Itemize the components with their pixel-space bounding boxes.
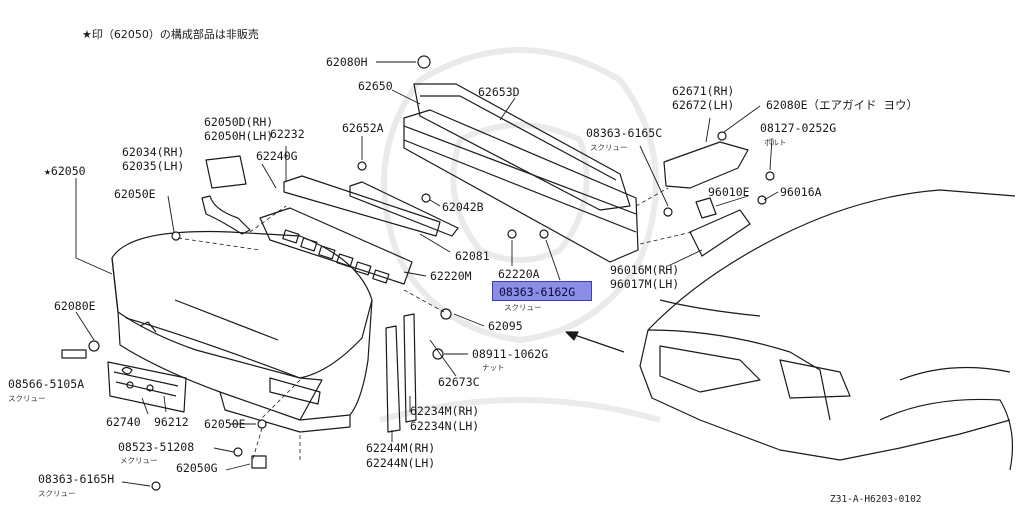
highlighted-part-sub: スクリュー (504, 303, 542, 312)
part-label-62234n: 62234N(LH) (410, 419, 480, 433)
part-sub-08523: メクリュー (120, 456, 158, 465)
part-sub-08363-6165h: スクリュー (38, 489, 76, 498)
part-sub-08566: スクリュー (8, 394, 46, 403)
fasteners (61, 55, 775, 491)
stay-62244 (385, 325, 401, 433)
part-label-62034: 62034(RH) (122, 145, 185, 159)
part-label-96212: 96212 (154, 415, 189, 429)
part-label-62671: 62671(RH) (672, 84, 735, 98)
part-label-62080e-left: 62080E (54, 299, 96, 313)
part-label-62095: 62095 (488, 319, 523, 333)
part-label-08911-1062g: 08911-1062G (472, 347, 549, 361)
part-label-62653d: 62653D (478, 85, 520, 99)
part-label-08127-0252g: 08127-0252G (760, 121, 837, 135)
part-label-08363-6165c: 08363-6165C (586, 126, 663, 140)
highlighted-part-label: 08363-6162G (499, 285, 576, 299)
part-label-62672: 62672(LH) (672, 98, 735, 112)
part-label-96016a: 96016A (780, 185, 822, 199)
part-label-96017m: 96017M(LH) (610, 277, 680, 291)
part-label-08363-6165h: 08363-6165H (38, 472, 115, 486)
part-label-62234m: 62234M(RH) (410, 404, 480, 418)
part-label-62220a: 62220A (498, 267, 540, 281)
part-label-62050-star: ★62050 (44, 164, 86, 178)
part-label-62244m: 62244M(RH) (366, 441, 436, 455)
part-sub-08911: ナット (482, 363, 505, 372)
part-label-96016m: 96016M(RH) (610, 263, 680, 277)
part-label-62652a: 62652A (342, 121, 384, 135)
bracket-96016m (689, 209, 751, 257)
part-label-62080h: 62080H (326, 55, 368, 69)
car-front-view (639, 189, 1016, 471)
part-label-62081: 62081 (455, 249, 490, 263)
part-label-62232: 62232 (270, 127, 305, 141)
side-bracket-62034 (201, 195, 251, 235)
part-label-96010e: 96010E (708, 185, 750, 199)
bracket-96010e (695, 197, 717, 219)
part-label-62050e-b: 62050E (204, 417, 246, 431)
part-label-62240g: 62240G (256, 149, 298, 163)
part-label-62050e-a: 62050E (114, 187, 156, 201)
part-sub-08127: ボルト (764, 138, 787, 147)
part-label-62080e-air-guide: 62080E（エアガイド ヨウ） (766, 98, 918, 112)
part-label-08566-5105a: 08566-5105A (8, 377, 85, 391)
part-label-62673c: 62673C (438, 375, 480, 389)
part-label-62050g: 62050G (176, 461, 218, 475)
note-text: ★印（62050）の構成部品は非販売 (82, 28, 259, 41)
stay-62234 (403, 313, 417, 423)
part-label-62050h: 62050H(LH) (204, 129, 274, 143)
bumper-reinforcement (403, 83, 639, 263)
diagram-code: Z31-A-H6203-0102 (830, 494, 922, 505)
leader-lines (75, 61, 779, 487)
assembly-dashes (177, 187, 693, 463)
air-guide-62671 (663, 141, 749, 189)
part-label-62650: 62650 (358, 79, 393, 93)
highlighted-part-08363-6162g[interactable]: 08363-6162G (492, 281, 592, 301)
part-label-08523-51208: 08523-51208 (118, 440, 195, 454)
vent-62050d (205, 155, 247, 189)
upper-slat (283, 175, 441, 237)
part-label-62042b: 62042B (442, 200, 484, 214)
mid-slat (349, 181, 459, 237)
license-plate-bracket (107, 361, 187, 413)
part-label-62050d: 62050D(RH) (204, 115, 274, 129)
part-sub-08363-6165c: スクリュー (590, 143, 628, 152)
part-label-62740: 62740 (106, 415, 141, 429)
part-label-62244n: 62244N(LH) (366, 456, 436, 470)
part-label-62220m: 62220M (430, 269, 472, 283)
bumper-fascia (111, 230, 373, 433)
part-label-62035: 62035(LH) (122, 159, 185, 173)
